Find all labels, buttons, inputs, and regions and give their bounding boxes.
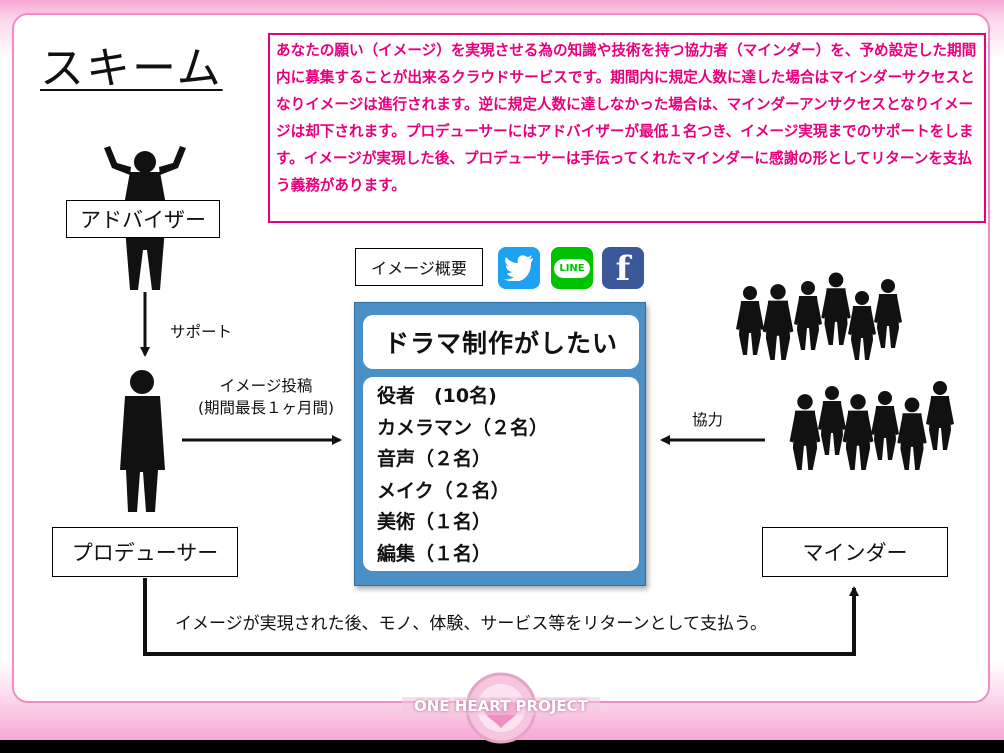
project-panel: ドラマ制作がしたい 役者 (10名) カメラマン（２名） 音声（２名） メイク（… <box>354 302 646 586</box>
recruitment-list: 役者 (10名) カメラマン（２名） 音声（２名） メイク（２名） 美術（１名）… <box>363 377 639 571</box>
line-icon-label: LINE <box>554 259 589 278</box>
post-label: イメージ投稿 (期間最長１ヶ月間) <box>186 375 346 419</box>
twitter-icon[interactable] <box>498 247 540 289</box>
list-item: 音声（２名） <box>377 444 625 476</box>
list-item: 美術（１名） <box>377 507 625 539</box>
line-icon[interactable]: LINE <box>551 247 593 289</box>
minder-box: マインダー <box>762 527 948 577</box>
project-title: ドラマ制作がしたい <box>363 315 639 369</box>
concept-label: イメージ概要 <box>355 248 483 286</box>
list-item: メイク（２名） <box>377 476 625 508</box>
producer-silhouette-icon <box>120 370 165 512</box>
support-label: サポート <box>170 320 232 342</box>
cooperation-label: 協力 <box>692 408 723 430</box>
facebook-icon[interactable]: f <box>602 247 644 289</box>
post-label-line2: (期間最長１ヶ月間) <box>186 397 346 419</box>
one-heart-project-logo: ONE HEART PROJECT <box>396 668 606 748</box>
producer-box: プロデューサー <box>52 527 238 577</box>
list-item: 編集（１名） <box>377 539 625 571</box>
return-caption: イメージが実現された後、モノ、体験、サービス等をリターンとして支払う。 <box>175 609 767 634</box>
twitter-bird-icon <box>504 255 534 281</box>
post-label-line1: イメージ投稿 <box>186 375 346 397</box>
advisor-box: アドバイザー <box>66 200 220 238</box>
list-item: 役者 (10名) <box>377 381 625 413</box>
logo-text: ONE HEART PROJECT <box>396 697 606 715</box>
list-item: カメラマン（２名） <box>377 413 625 445</box>
minder-crowd-icon <box>736 273 954 470</box>
